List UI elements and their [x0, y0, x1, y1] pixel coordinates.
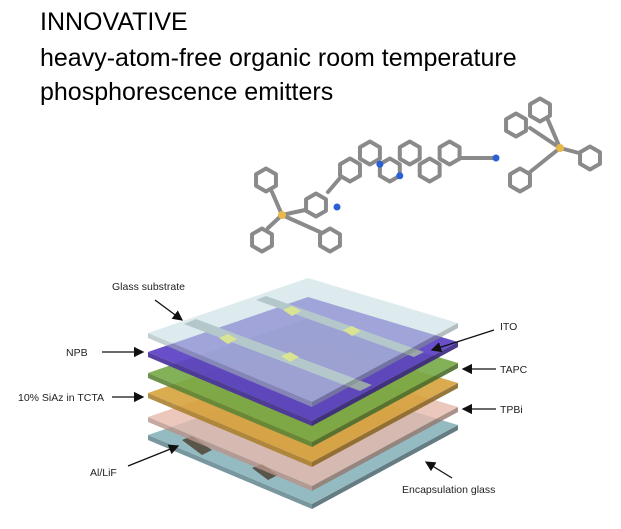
svg-text:Encapsulation glass: Encapsulation glass — [402, 484, 495, 496]
arrow-icon — [430, 329, 495, 353]
label-cathode: Al/LiF — [90, 444, 180, 479]
label-glass-substrate: Glass substrate — [112, 281, 185, 321]
ring — [504, 111, 528, 139]
ring — [338, 156, 362, 184]
title-line-1: INNOVATIVE — [40, 8, 188, 36]
title-line-2: heavy-atom-free organic room temperature — [40, 44, 517, 72]
nitrogen-atom — [492, 154, 500, 162]
svg-text:10% SiAz in TCTA: 10% SiAz in TCTA — [18, 392, 104, 404]
bond — [528, 146, 562, 174]
label-ito: ITO — [430, 321, 517, 353]
label-tapc: TAPC — [461, 363, 528, 376]
ring — [397, 139, 422, 167]
label-emitting-layer: 10% SiAz in TCTA — [18, 391, 145, 404]
svg-text:ITO: ITO — [500, 321, 517, 333]
bond — [326, 176, 342, 194]
svg-text:NPB: NPB — [66, 347, 88, 359]
ring — [578, 144, 602, 172]
bond — [546, 118, 562, 150]
arrow-icon — [424, 461, 453, 479]
label-npb: NPB — [66, 346, 145, 359]
ring — [508, 166, 532, 194]
molecule-structure — [250, 96, 602, 254]
sulfur-atom — [278, 211, 286, 219]
nitrogen-atom — [396, 172, 404, 180]
svg-text:Al/LiF: Al/LiF — [90, 467, 117, 479]
nitrogen-atom — [376, 160, 384, 168]
ring — [417, 156, 442, 184]
svg-text:TAPC: TAPC — [500, 364, 528, 376]
ring — [254, 166, 278, 194]
bond — [270, 190, 284, 217]
ring — [250, 226, 274, 254]
title-line-3: phosphorescence emitters — [40, 78, 334, 106]
svg-text:Glass substrate: Glass substrate — [112, 281, 185, 293]
ring — [304, 191, 328, 219]
ring — [437, 139, 462, 167]
glass-substrate-layer — [148, 278, 458, 407]
label-encapsulation-glass: Encapsulation glass — [402, 461, 495, 496]
svg-text:TPBi: TPBi — [500, 404, 523, 416]
cathode-strip — [182, 436, 212, 455]
bond — [280, 213, 322, 234]
arrow-icon — [154, 299, 184, 321]
label-tpbi: TPBi — [461, 403, 523, 416]
sulfur-atom — [556, 144, 564, 152]
nitrogen-atom — [333, 203, 341, 211]
ring — [528, 96, 552, 124]
ring — [377, 156, 402, 184]
ring — [318, 226, 342, 254]
arrow-icon — [127, 444, 180, 467]
bond — [528, 126, 562, 150]
oled-device-stack — [148, 278, 458, 509]
ring — [357, 139, 382, 167]
